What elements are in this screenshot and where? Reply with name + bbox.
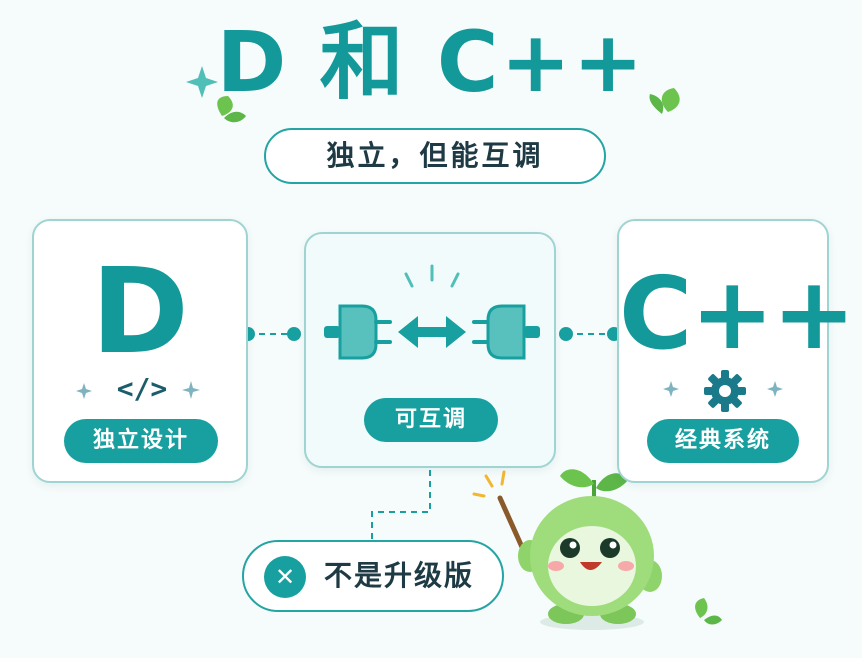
leaf-icon — [649, 88, 680, 114]
cpp-label: 经典系统 — [647, 419, 799, 463]
interop-card: 可互调 — [304, 232, 556, 468]
interop-label: 可互调 — [364, 398, 498, 442]
close-icon: ✕ — [264, 556, 306, 598]
connector-dot — [559, 327, 573, 341]
double-arrow-icon — [398, 316, 466, 348]
not-upgrade-note: ✕ 不是升级版 — [242, 540, 504, 612]
connector-dot — [287, 327, 301, 341]
sparkle-icon — [182, 381, 200, 399]
subtitle-text: 独立，但能互调 — [326, 139, 544, 172]
d-letter: D — [91, 242, 189, 380]
leaf-icon — [217, 96, 246, 123]
spark-rays — [404, 264, 460, 288]
leaf-icon — [695, 598, 722, 625]
page-title: D 和 C++ — [216, 13, 646, 111]
plug-icon — [472, 304, 540, 360]
plug-icon — [324, 304, 392, 360]
not-upgrade-text: 不是升级版 — [324, 559, 475, 592]
code-icon: </> — [116, 372, 168, 405]
sparkle-icon — [186, 66, 218, 98]
cpp-card: C++ 经典系统 — [617, 219, 856, 483]
mascot — [472, 469, 662, 630]
gear-icon — [663, 370, 783, 412]
d-card: D </> 独立设计 — [32, 219, 248, 483]
subtitle-pill: 独立，但能互调 — [264, 128, 606, 184]
connector-down — [371, 470, 431, 542]
cpp-letter: C++ — [619, 255, 856, 372]
interop-illustration — [324, 264, 540, 360]
d-label: 独立设计 — [64, 419, 218, 463]
sparkle-icon — [76, 383, 92, 399]
